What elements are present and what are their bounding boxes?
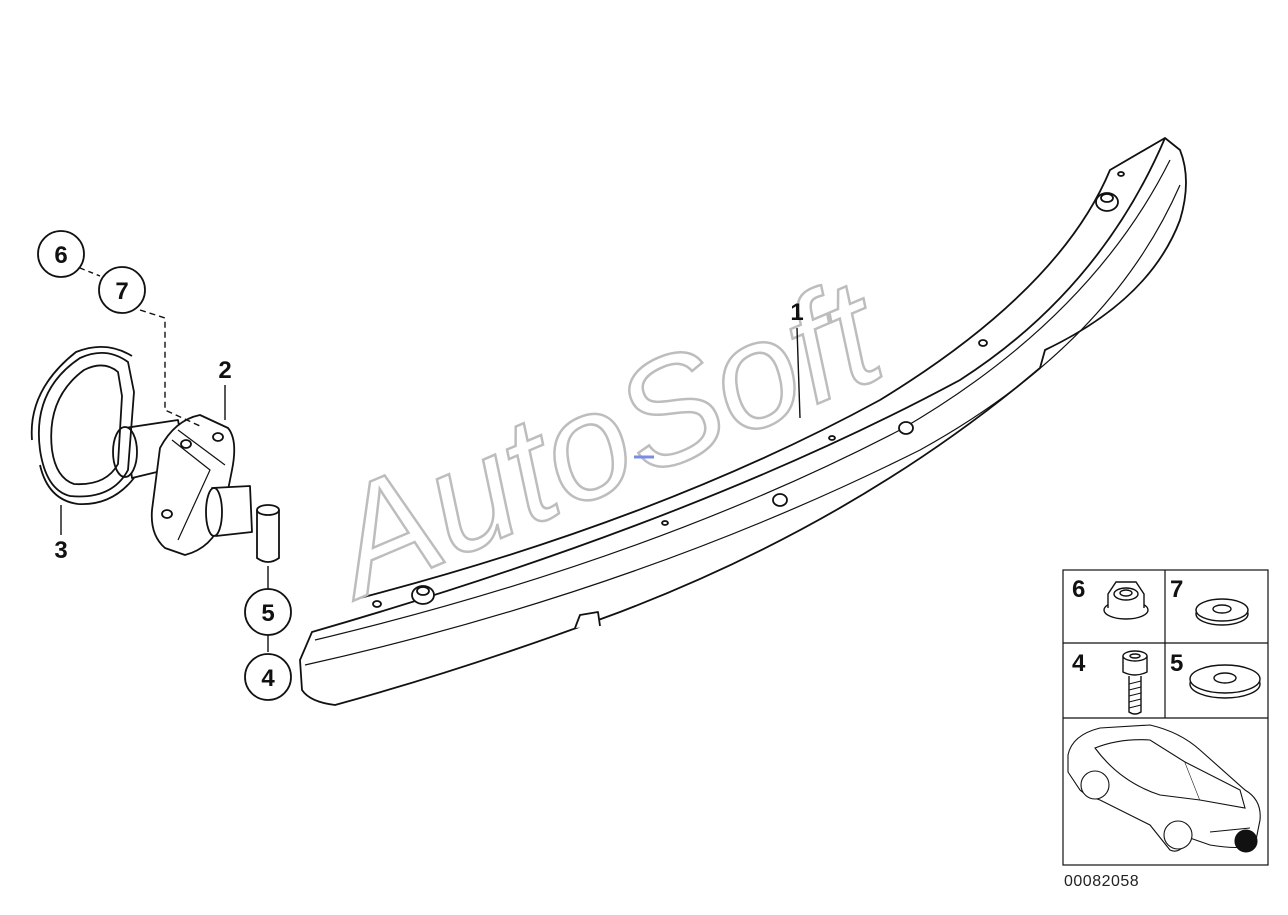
bumper-carrier[interactable] <box>299 137 1187 706</box>
towing-eye[interactable] <box>30 346 135 505</box>
svg-text:6: 6 <box>54 242 67 269</box>
diagram-id: 00082058 <box>1064 873 1139 890</box>
svg-text:4: 4 <box>261 665 275 692</box>
car-location-thumbnail <box>1067 724 1261 853</box>
leader-lines <box>60 267 801 652</box>
svg-text:5: 5 <box>261 600 274 627</box>
svg-text:2: 2 <box>218 357 231 384</box>
svg-text:5: 5 <box>1170 650 1183 677</box>
svg-text:3: 3 <box>54 537 67 564</box>
callout-2[interactable]: 2 <box>218 357 231 384</box>
svg-text:7: 7 <box>1170 576 1183 603</box>
legend-cell-4[interactable]: 4 <box>1072 650 1148 715</box>
callout-6[interactable]: 6 <box>37 230 85 278</box>
svg-text:1: 1 <box>790 299 803 326</box>
svg-text:4: 4 <box>1072 650 1086 677</box>
bolt-icon <box>1122 650 1148 715</box>
location-marker-icon <box>1234 829 1258 853</box>
callout-4[interactable]: 4 <box>244 653 292 701</box>
legend-cell-6[interactable]: 6 <box>1072 576 1149 620</box>
washer-large-icon <box>1189 664 1261 699</box>
callout-5[interactable]: 5 <box>244 588 292 636</box>
towing-bracket[interactable] <box>112 414 253 556</box>
callout-1[interactable]: 1 <box>790 299 803 326</box>
svg-text:7: 7 <box>115 278 128 305</box>
legend-cell-7[interactable]: 7 <box>1170 576 1249 626</box>
legend-cell-5[interactable]: 5 <box>1170 650 1261 699</box>
callout-3[interactable]: 3 <box>54 537 67 564</box>
sleeve[interactable] <box>256 504 280 563</box>
nut-icon <box>1103 581 1149 620</box>
callout-7[interactable]: 7 <box>98 266 146 314</box>
washer-icon <box>1195 598 1249 626</box>
svg-text:6: 6 <box>1072 576 1085 603</box>
